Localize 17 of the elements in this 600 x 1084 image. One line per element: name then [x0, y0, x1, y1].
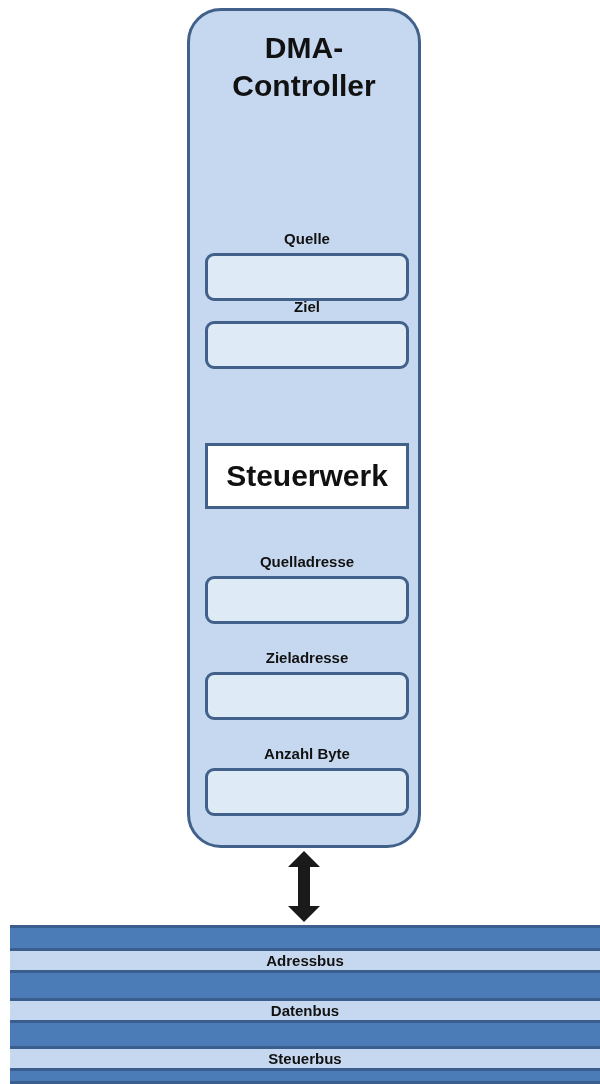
register-label: Ziel	[294, 297, 320, 317]
bus-lane	[10, 948, 600, 973]
register-label: Quelladresse	[259, 552, 355, 572]
control-unit-label: Steuerwerk	[226, 461, 388, 491]
system-bus	[10, 925, 600, 1084]
register-label: Anzahl Byte	[264, 744, 350, 764]
bus-lane	[10, 1046, 600, 1071]
controller-title: DMA-Controller	[231, 30, 377, 104]
bus-lane-label: Adressbus	[266, 953, 344, 968]
bus-lane-label: Steuerbus	[268, 1051, 342, 1066]
double-arrow	[288, 851, 320, 922]
register-label: Zieladresse	[265, 648, 349, 668]
bus-lane-label: Datenbus	[270, 1003, 340, 1018]
register-label: Quelle	[284, 229, 330, 249]
controller-box	[187, 8, 421, 848]
control-unit-box	[205, 443, 409, 509]
bus-lane	[10, 998, 600, 1023]
